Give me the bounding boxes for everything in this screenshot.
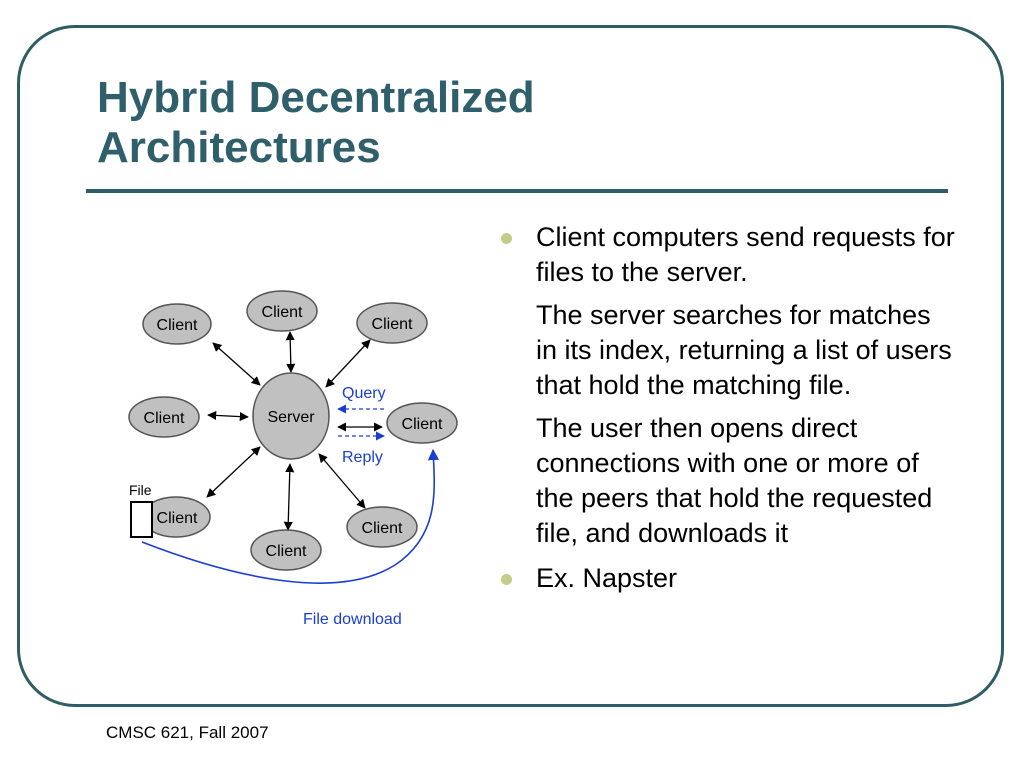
link-client-7	[283, 463, 295, 531]
title-line-2: Architectures	[97, 123, 381, 172]
link-client-3	[325, 339, 371, 388]
link-client-4	[207, 410, 249, 422]
client-node-4	[128, 396, 200, 438]
bullet-item-2: Ex. Napster	[496, 561, 956, 596]
slide-frame	[17, 25, 1004, 707]
hybrid-architecture-diagram: Query Reply File download File Server Cl…	[128, 290, 458, 628]
client-label-8: Client	[362, 520, 403, 537]
client-node-8	[346, 506, 418, 548]
client-node-7	[250, 529, 322, 571]
file-icon	[130, 501, 153, 538]
title-line-1: Hybrid Decentralized	[97, 73, 535, 122]
client-label-3: Client	[372, 316, 413, 333]
link-client-1	[212, 342, 261, 386]
client-node-5	[386, 402, 458, 444]
bullet-2-paragraph-1: Ex. Napster	[536, 563, 678, 593]
server-node	[252, 372, 330, 460]
bullet-1-paragraph-2: The server searches for matches in its i…	[536, 300, 952, 400]
title-divider	[86, 189, 948, 193]
client-node-3	[356, 302, 428, 344]
client-node-2	[246, 290, 318, 332]
slide-footer: CMSC 621, Fall 2007	[106, 723, 269, 742]
bullet-item-1: Client computers send requests for files…	[496, 220, 956, 551]
file-label: File	[129, 482, 152, 498]
client-label-1: Client	[157, 317, 198, 334]
bullet-list: Client computers send requests for files…	[496, 220, 956, 596]
server-label: Server	[267, 409, 315, 426]
client-label-4: Client	[144, 410, 185, 427]
client-label-5: Client	[402, 416, 443, 433]
slide-title: Hybrid Decentralized Architectures	[97, 73, 897, 173]
connectors	[206, 331, 383, 531]
reply-label: Reply	[342, 449, 383, 466]
file-download-label: File download	[303, 611, 402, 628]
bullet-dot-icon	[501, 574, 512, 585]
bullet-1-paragraph-3: The user then opens direct connections w…	[536, 413, 933, 548]
query-label: Query	[342, 385, 386, 402]
client-label-7: Client	[266, 543, 307, 560]
link-client-2	[285, 331, 296, 373]
bullet-dot-icon	[501, 233, 512, 244]
file-download-arrow	[141, 448, 440, 584]
client-label-2: Client	[262, 304, 303, 321]
bullet-1-paragraph-1: Client computers send requests for files…	[536, 222, 955, 287]
link-client-8	[318, 453, 366, 509]
client-label-6: Client	[157, 510, 198, 527]
link-client-6	[206, 446, 261, 498]
client-node-1	[142, 303, 212, 345]
